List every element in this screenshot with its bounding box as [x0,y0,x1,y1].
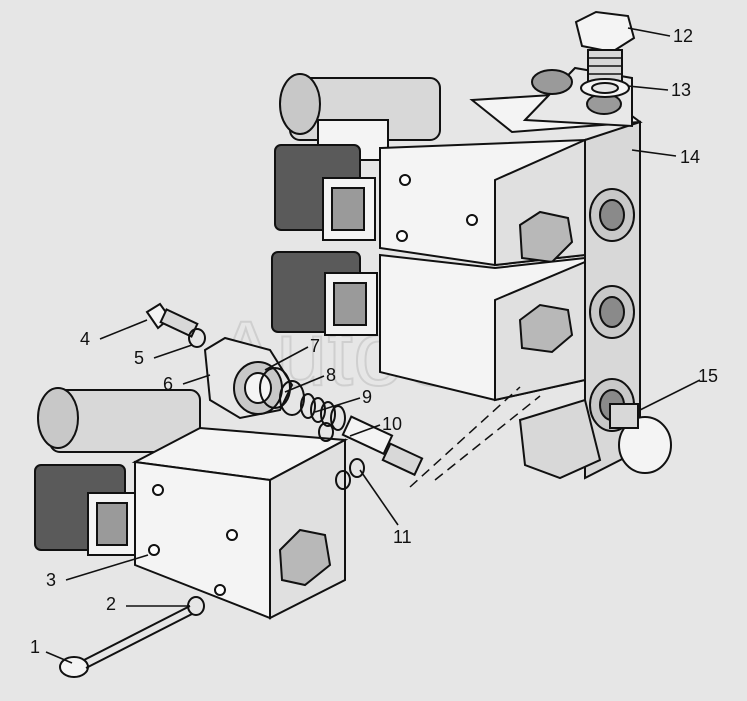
callout-7: 7 [310,336,320,356]
callout-13: 13 [671,80,691,100]
washer-part-5 [188,328,206,348]
spring-part-9 [300,393,346,431]
callout-5: 5 [134,348,144,368]
callout-14: 14 [680,147,700,167]
bolt-part-4 [145,302,199,338]
callout-8: 8 [326,365,336,385]
callout-4: 4 [80,329,90,349]
leader-lines [45,27,701,664]
callout-10: 10 [382,414,402,434]
callout-11: 11 [393,527,412,547]
rear-solenoid-upper [279,73,441,161]
lock-washer-part-2 [187,596,205,616]
callout-2: 2 [106,594,116,614]
assembly-line [434,395,541,481]
callout-9: 9 [362,387,372,407]
spool-part-10 [341,415,424,477]
connector-lower [271,251,378,336]
flange-part-6 [203,336,294,420]
callout-3: 3 [46,570,56,590]
callout-15: 15 [698,366,718,386]
connector-upper [274,144,376,241]
washer-part-13 [580,78,630,98]
callout-6: 6 [163,374,173,394]
o-rings-part-11 [318,422,365,490]
solenoid-part-3 [34,387,349,620]
valve-block-assembly [271,66,643,480]
assembly-line [409,386,521,488]
bolt-part-12 [574,10,636,85]
seal-part-8 [259,367,305,416]
callout-1: 1 [30,637,40,657]
callout-12: 12 [673,26,693,46]
plug-part-15 [609,403,672,474]
screw-part-1 [59,605,193,678]
